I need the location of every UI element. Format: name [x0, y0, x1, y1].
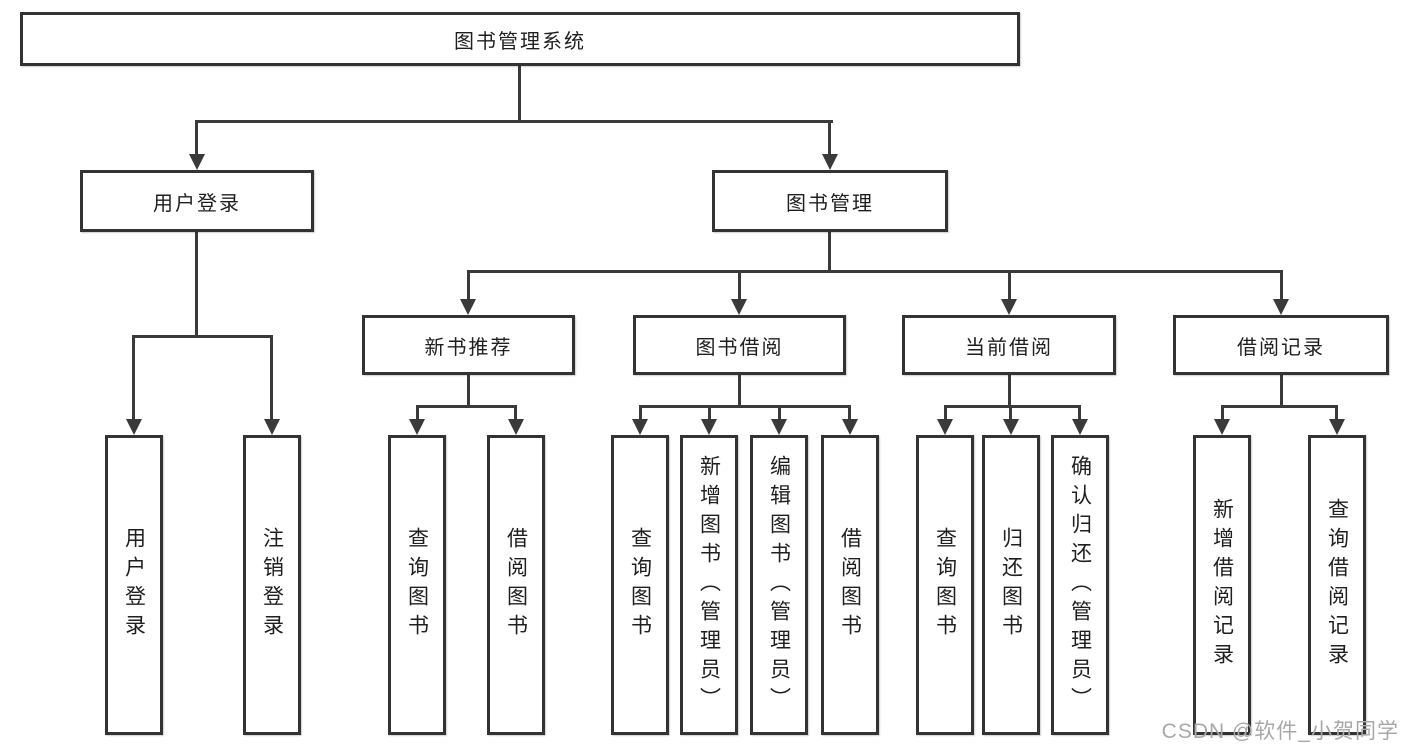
- leaf-query-borrow-record: 查询借阅记录: [1308, 435, 1366, 735]
- leaf-query-books-borrowing: 查询图书: [611, 435, 669, 735]
- connector-line: [416, 405, 419, 423]
- connector-line: [195, 120, 833, 123]
- connector-line: [1280, 375, 1283, 408]
- leaf-return-books: 归还图书: [982, 435, 1040, 735]
- connector-line: [708, 405, 711, 423]
- arrowhead-down-icon: [189, 154, 205, 170]
- arrowhead-down-icon: [937, 419, 953, 435]
- connector-line: [416, 405, 517, 408]
- leaf-logout: 注销登录: [243, 435, 301, 735]
- arrowhead-down-icon: [1214, 419, 1230, 435]
- csdn-watermark: CSDN @软件_小贺同学: [1161, 720, 1399, 743]
- node-book-borrowing: 图书借阅: [633, 315, 846, 375]
- node-book-management: 图书管理: [712, 170, 948, 232]
- arrowhead-down-icon: [1003, 419, 1019, 435]
- node-user-login: 用户登录: [80, 170, 314, 232]
- arrowhead-down-icon: [771, 419, 787, 435]
- connector-line: [848, 405, 851, 423]
- arrowhead-down-icon: [842, 419, 858, 435]
- arrowhead-down-icon: [1072, 419, 1088, 435]
- leaf-add-borrow-record: 新增借阅记录: [1193, 435, 1251, 735]
- leaf-borrow-books-recommend: 借阅图书: [487, 435, 545, 735]
- connector-line: [828, 120, 831, 158]
- connector-line: [828, 232, 831, 272]
- connector-line: [514, 405, 517, 423]
- connector-line: [738, 375, 741, 408]
- node-new-book-recommendation: 新书推荐: [362, 315, 575, 375]
- connector-line: [1221, 405, 1224, 423]
- connector-line: [132, 335, 273, 338]
- leaf-user-login: 用户登录: [105, 435, 163, 735]
- leaf-query-books-recommend: 查询图书: [388, 435, 446, 735]
- leaf-edit-books-admin: 编辑图书（管理员）: [750, 435, 808, 735]
- leaf-borrow-books: 借阅图书: [821, 435, 879, 735]
- arrowhead-down-icon: [632, 419, 648, 435]
- connector-line: [944, 405, 947, 423]
- connector-line: [738, 270, 741, 302]
- arrowhead-down-icon: [822, 154, 838, 170]
- arrowhead-down-icon: [1001, 299, 1017, 315]
- connector-line: [778, 405, 781, 423]
- connector-line: [1078, 405, 1081, 423]
- arrowhead-down-icon: [126, 419, 142, 435]
- connector-line: [1335, 405, 1338, 423]
- arrowhead-down-icon: [508, 419, 524, 435]
- connector-line: [639, 405, 642, 423]
- connector-line: [518, 64, 521, 122]
- connector-line: [467, 270, 1283, 273]
- connector-line: [270, 335, 273, 423]
- connector-line: [1009, 405, 1012, 423]
- connector-line: [1221, 405, 1338, 408]
- connector-line: [467, 270, 470, 302]
- arrowhead-down-icon: [264, 419, 280, 435]
- connector-line: [195, 120, 198, 158]
- arrowhead-down-icon: [460, 299, 476, 315]
- connector-line: [467, 375, 470, 408]
- connector-line: [195, 232, 198, 337]
- arrowhead-down-icon: [701, 419, 717, 435]
- arrowhead-down-icon: [409, 419, 425, 435]
- node-library-management-system: 图书管理系统: [20, 12, 1020, 66]
- connector-line: [1008, 270, 1011, 302]
- connector-line: [132, 335, 135, 423]
- connector-line: [1280, 270, 1283, 302]
- arrowhead-down-icon: [731, 299, 747, 315]
- arrowhead-down-icon: [1329, 419, 1345, 435]
- leaf-confirm-return-admin: 确认归还（管理员）: [1051, 435, 1109, 735]
- node-borrowing-records: 借阅记录: [1173, 315, 1389, 375]
- arrowhead-down-icon: [1273, 299, 1289, 315]
- leaf-query-books-current: 查询图书: [916, 435, 974, 735]
- connector-line: [944, 405, 1081, 408]
- connector-line: [1008, 375, 1011, 408]
- connector-line: [639, 405, 851, 408]
- leaf-add-books-admin: 新增图书（管理员）: [680, 435, 738, 735]
- node-current-borrowing: 当前借阅: [902, 315, 1116, 375]
